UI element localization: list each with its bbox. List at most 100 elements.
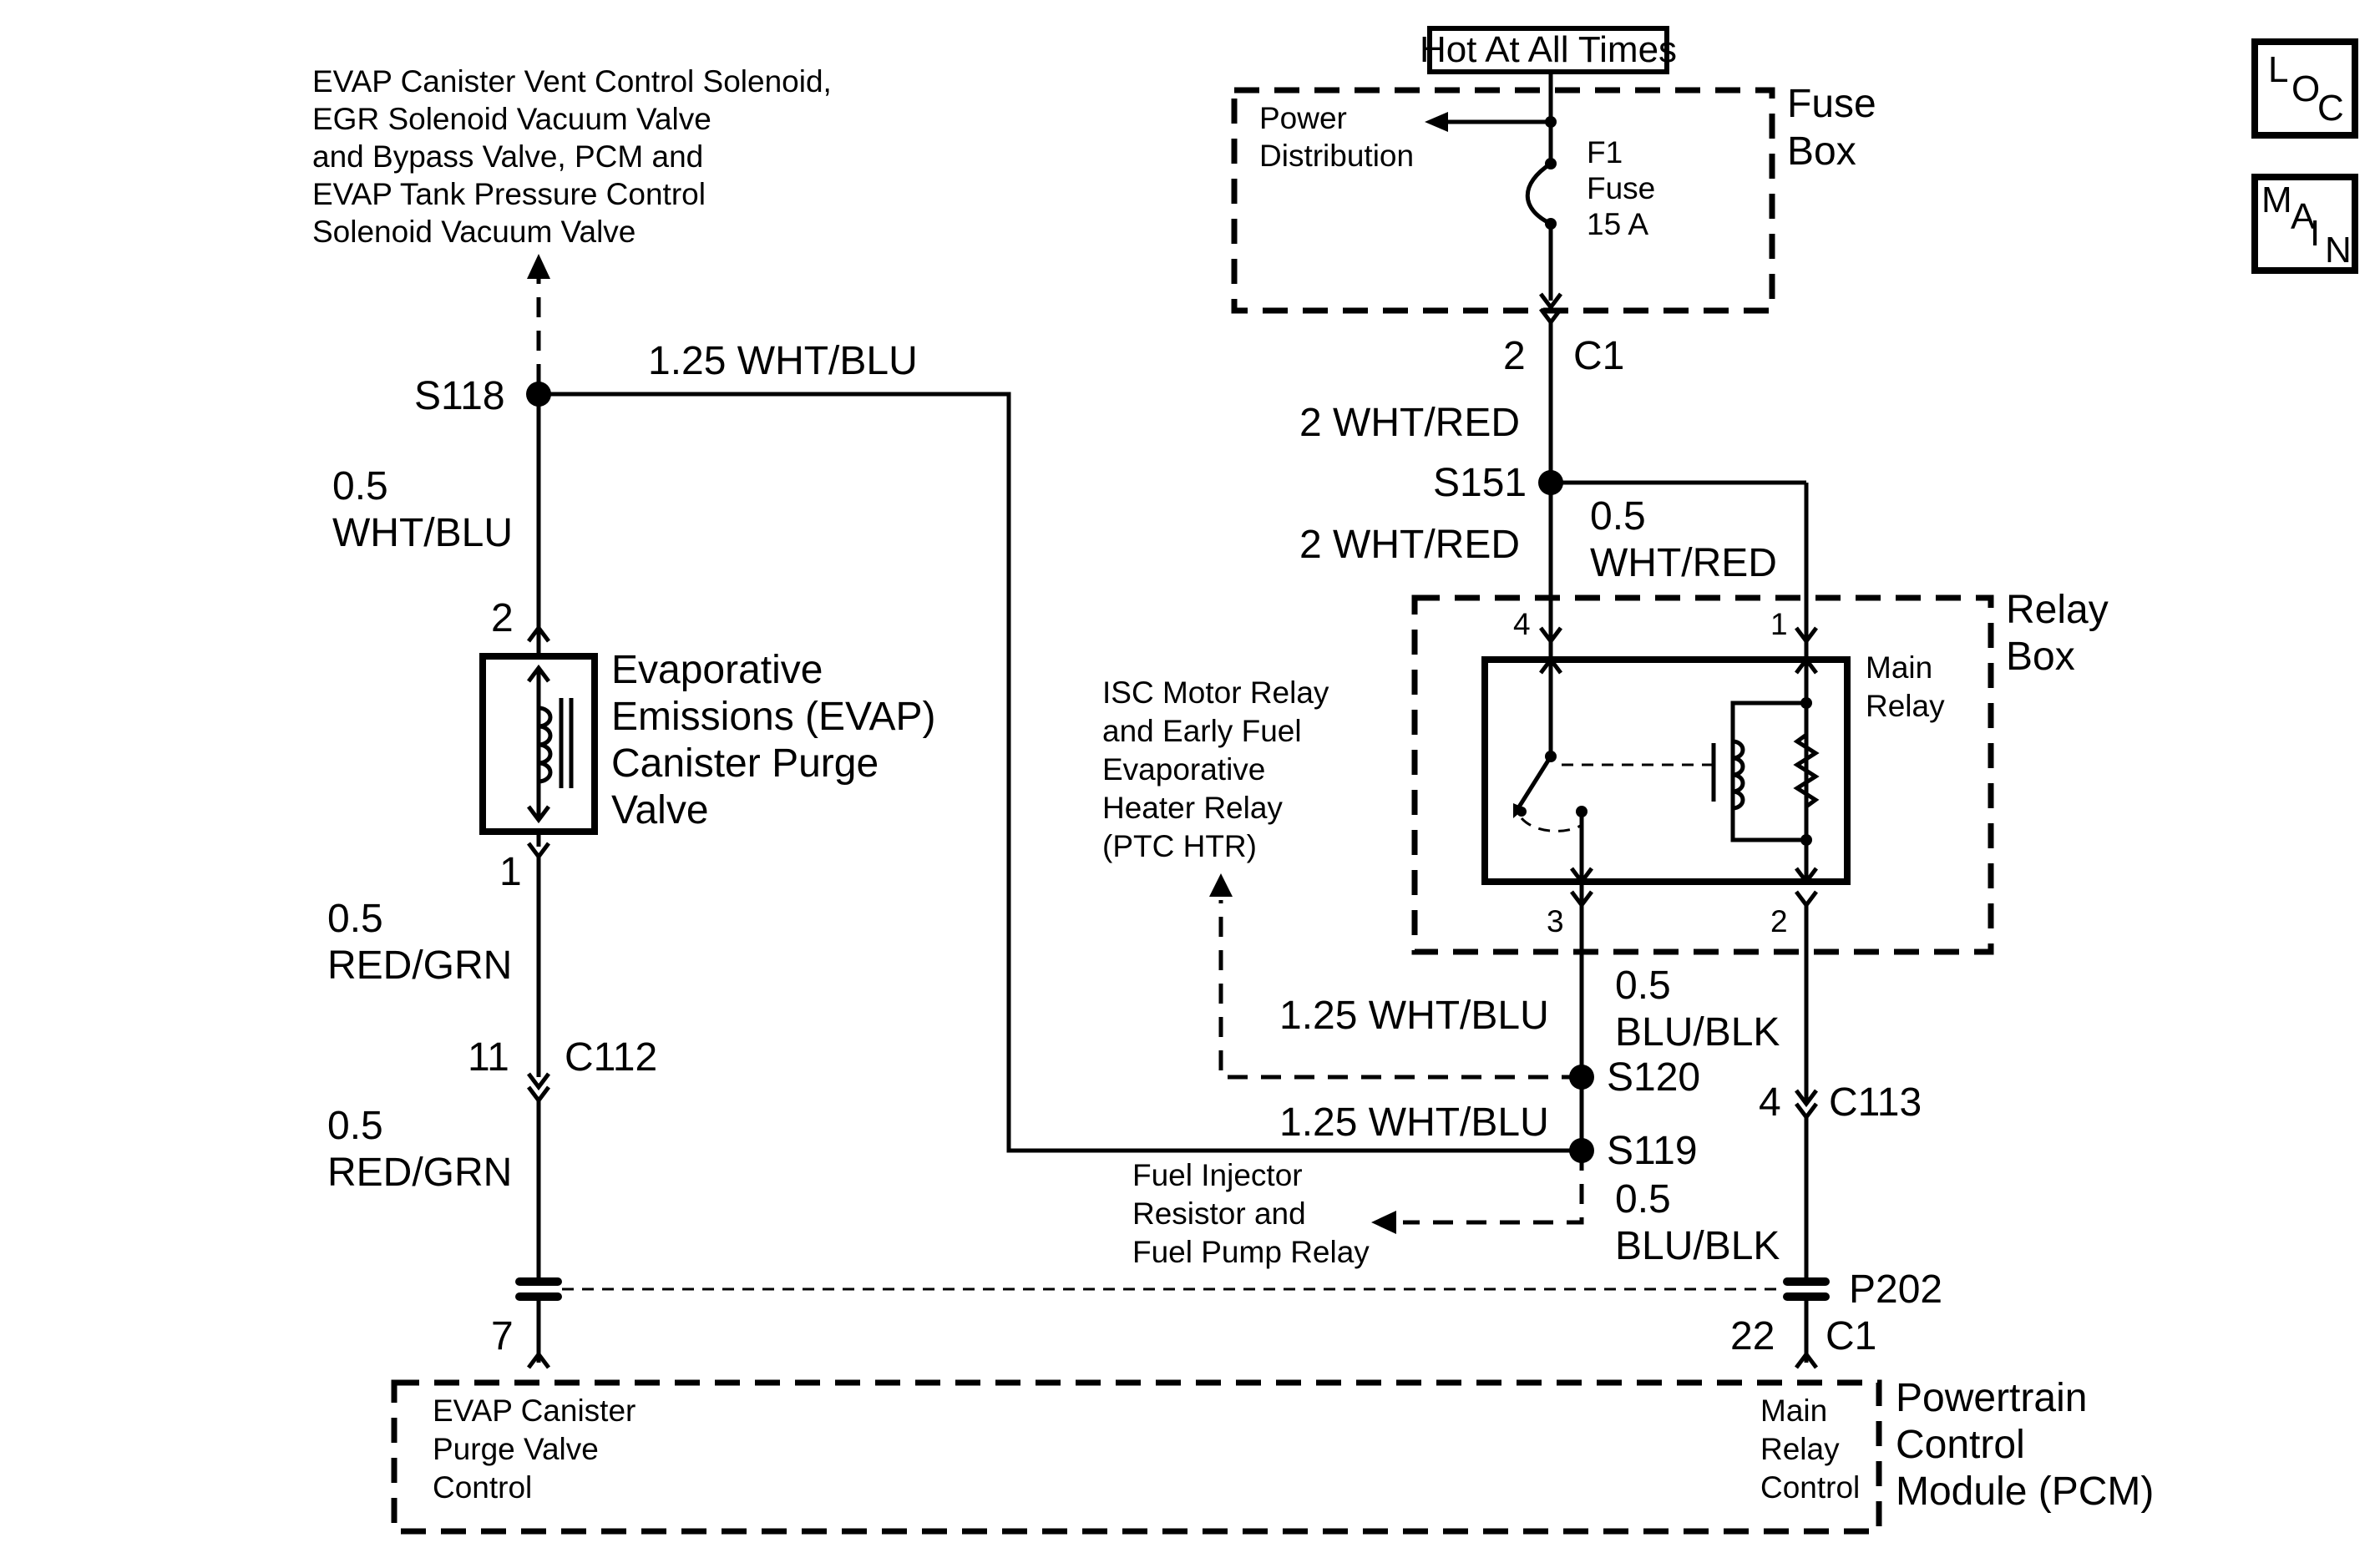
splice-s119-label: S119 <box>1607 1129 1698 1173</box>
fuel-relay-arrow-icon <box>1371 1211 1396 1234</box>
pcm-outline <box>391 1379 1882 1535</box>
evap-dest-line1: EVAP Canister Vent Control Solenoid, <box>312 64 832 99</box>
isc-dest-line2: and Early Fuel <box>1102 714 1302 748</box>
main-letter-n: N <box>2325 230 2352 271</box>
evap-valve-pin2-label: 2 <box>491 596 514 640</box>
blu-blk-1-label-1: 0.5 <box>1615 964 1671 1008</box>
evap-dest-line3: and Bypass Valve, PCM and <box>312 139 703 174</box>
fuel-dest-line3: Fuel Pump Relay <box>1132 1235 1370 1269</box>
wht-blu-125-top-label: 1.25 WHT/BLU <box>648 339 918 383</box>
wht-blu-125-low-label: 1.25 WHT/BLU <box>1279 1100 1549 1145</box>
c112-name: C112 <box>565 1035 657 1080</box>
blu-blk-2-label-2: BLU/BLK <box>1615 1224 1780 1268</box>
relay-switch-arrow-icon <box>1539 655 1562 675</box>
fuel-relay-dashed-wire <box>1403 1151 1584 1225</box>
p202-right-terminal-icon <box>1783 1277 1830 1286</box>
pcm-name-1: Powertrain <box>1896 1376 2087 1420</box>
relay-switch-travel <box>1520 817 1582 832</box>
fuse-f1-icon <box>1525 161 1552 226</box>
evap-dest-line4: EVAP Tank Pressure Control <box>312 177 706 211</box>
relay-pin2-connector-icon <box>1795 890 1818 909</box>
evap-dest-line2: EGR Solenoid Vacuum Valve <box>312 102 711 136</box>
wht-red-2-label-upper: 2 WHT/RED <box>1299 401 1520 445</box>
p202-label: P202 <box>1849 1267 1942 1312</box>
fuse-box-name-1: Fuse <box>1787 82 1876 126</box>
fuse-box-name-2: Box <box>1787 129 1856 174</box>
isc-dest-line1: ISC Motor Relay <box>1102 675 1329 710</box>
splice-s151-label: S151 <box>1433 461 1527 505</box>
evap-valve-label-3: Canister Purge <box>611 741 879 786</box>
svg-text:Hot At All Times: Hot At All Times <box>1420 29 1677 70</box>
pcm-c1-label: C1 <box>1826 1314 1876 1358</box>
main-letter-a: A <box>2291 196 2316 237</box>
fuel-dest-line1: Fuel Injector <box>1132 1158 1303 1192</box>
p202-left-terminal-lower <box>515 1292 562 1301</box>
loc-icon[interactable]: L O C <box>2251 38 2358 139</box>
relay-pin4-label: 4 <box>1513 607 1531 641</box>
wht-red-05-label-1: 0.5 <box>1590 494 1646 539</box>
isc-dest-line3: Evaporative <box>1102 752 1265 787</box>
evap-valve-arrow-bottom-icon <box>527 805 550 824</box>
wht-blu-05-label-2: WHT/BLU <box>332 511 513 555</box>
pcm-pin22-label: 22 <box>1730 1314 1775 1358</box>
red-grn-1-label-2: RED/GRN <box>327 943 512 988</box>
loc-letter-l: L <box>2268 49 2288 90</box>
c1-top-pin: 2 <box>1503 334 1526 378</box>
relay-coil-loop <box>1730 701 1806 842</box>
evap-valve-label-2: Emissions (EVAP) <box>611 695 936 739</box>
relay-coil-arrow-top-icon <box>1795 655 1818 675</box>
relay-coil-arrow-bottom-icon <box>1795 867 1818 886</box>
relay-pin2-label: 2 <box>1770 904 1788 938</box>
red-grn-2-label-1: 0.5 <box>327 1104 383 1148</box>
pcm-name-2: Control <box>1896 1423 2025 1467</box>
main-letter-m: M <box>2261 180 2292 220</box>
pcm-left-line1: EVAP Canister <box>433 1394 636 1428</box>
fuel-dest-line2: Resistor and <box>1132 1196 1306 1231</box>
relay-switch-contact-icon <box>1516 755 1553 810</box>
pcm-right-line2: Relay <box>1760 1432 1840 1466</box>
evap-dest-line5: Solenoid Vacuum Valve <box>312 215 636 249</box>
relay-box-outline <box>1411 594 1994 955</box>
isc-dest-line5: (PTC HTR) <box>1102 829 1257 863</box>
fuse-label-3: 15 A <box>1587 207 1648 241</box>
relay-box-name-1: Relay <box>2006 588 2109 632</box>
pcm-pin7-label: 7 <box>491 1314 514 1358</box>
pcm-left-line2: Purge Valve <box>433 1432 599 1466</box>
blu-blk-2-label-1: 0.5 <box>1615 1177 1671 1222</box>
p202-right-terminal-lower <box>1783 1292 1830 1301</box>
power-distribution-label-2: Distribution <box>1259 139 1414 173</box>
pcm-right-line1: Main <box>1760 1394 1827 1428</box>
main-icon[interactable]: M A I N <box>2251 174 2358 274</box>
power-distribution-arrow-icon <box>1425 112 1448 132</box>
c112-pin: 11 <box>468 1035 509 1080</box>
hot-at-all-times-label: Hot At All Times <box>1420 26 1677 74</box>
c1-top-name: C1 <box>1573 334 1624 378</box>
wht-blu-05-label-1: 0.5 <box>332 464 388 508</box>
relay-switch-nc-contact <box>1517 807 1527 817</box>
evap-valve-label-1: Evaporative <box>611 648 823 692</box>
fuse-label-1: F1 <box>1587 135 1623 169</box>
main-relay-body <box>1481 656 1851 885</box>
isc-relay-dashed-wire <box>1218 900 1582 1080</box>
power-distribution-label-1: Power <box>1259 101 1347 135</box>
isc-dest-line4: Heater Relay <box>1102 791 1283 825</box>
relay-resistor-icon <box>1793 732 1820 809</box>
evap-valve-pin1-label: 1 <box>499 850 522 894</box>
splice-s118-label: S118 <box>414 374 505 418</box>
fuse-output-arrow-icon <box>1539 292 1562 311</box>
pcm-pin22-connector-icon <box>1795 1350 1818 1369</box>
splice-s120-label: S120 <box>1607 1055 1700 1100</box>
relay-pin3-label: 3 <box>1547 904 1564 938</box>
c113-pin: 4 <box>1759 1080 1781 1125</box>
blu-blk-1-label-2: BLU/BLK <box>1615 1010 1780 1055</box>
evap-valve-label-4: Valve <box>611 788 709 832</box>
main-letter-i: I <box>2310 213 2320 254</box>
p202-left-terminal-icon <box>515 1277 562 1286</box>
evap-dest-arrow-icon <box>527 254 550 279</box>
loc-letter-c: C <box>2317 88 2344 129</box>
loc-letter-o: O <box>2291 68 2320 109</box>
relay-coil-icon <box>1732 739 1745 811</box>
isc-relay-arrow-icon <box>1209 873 1233 897</box>
